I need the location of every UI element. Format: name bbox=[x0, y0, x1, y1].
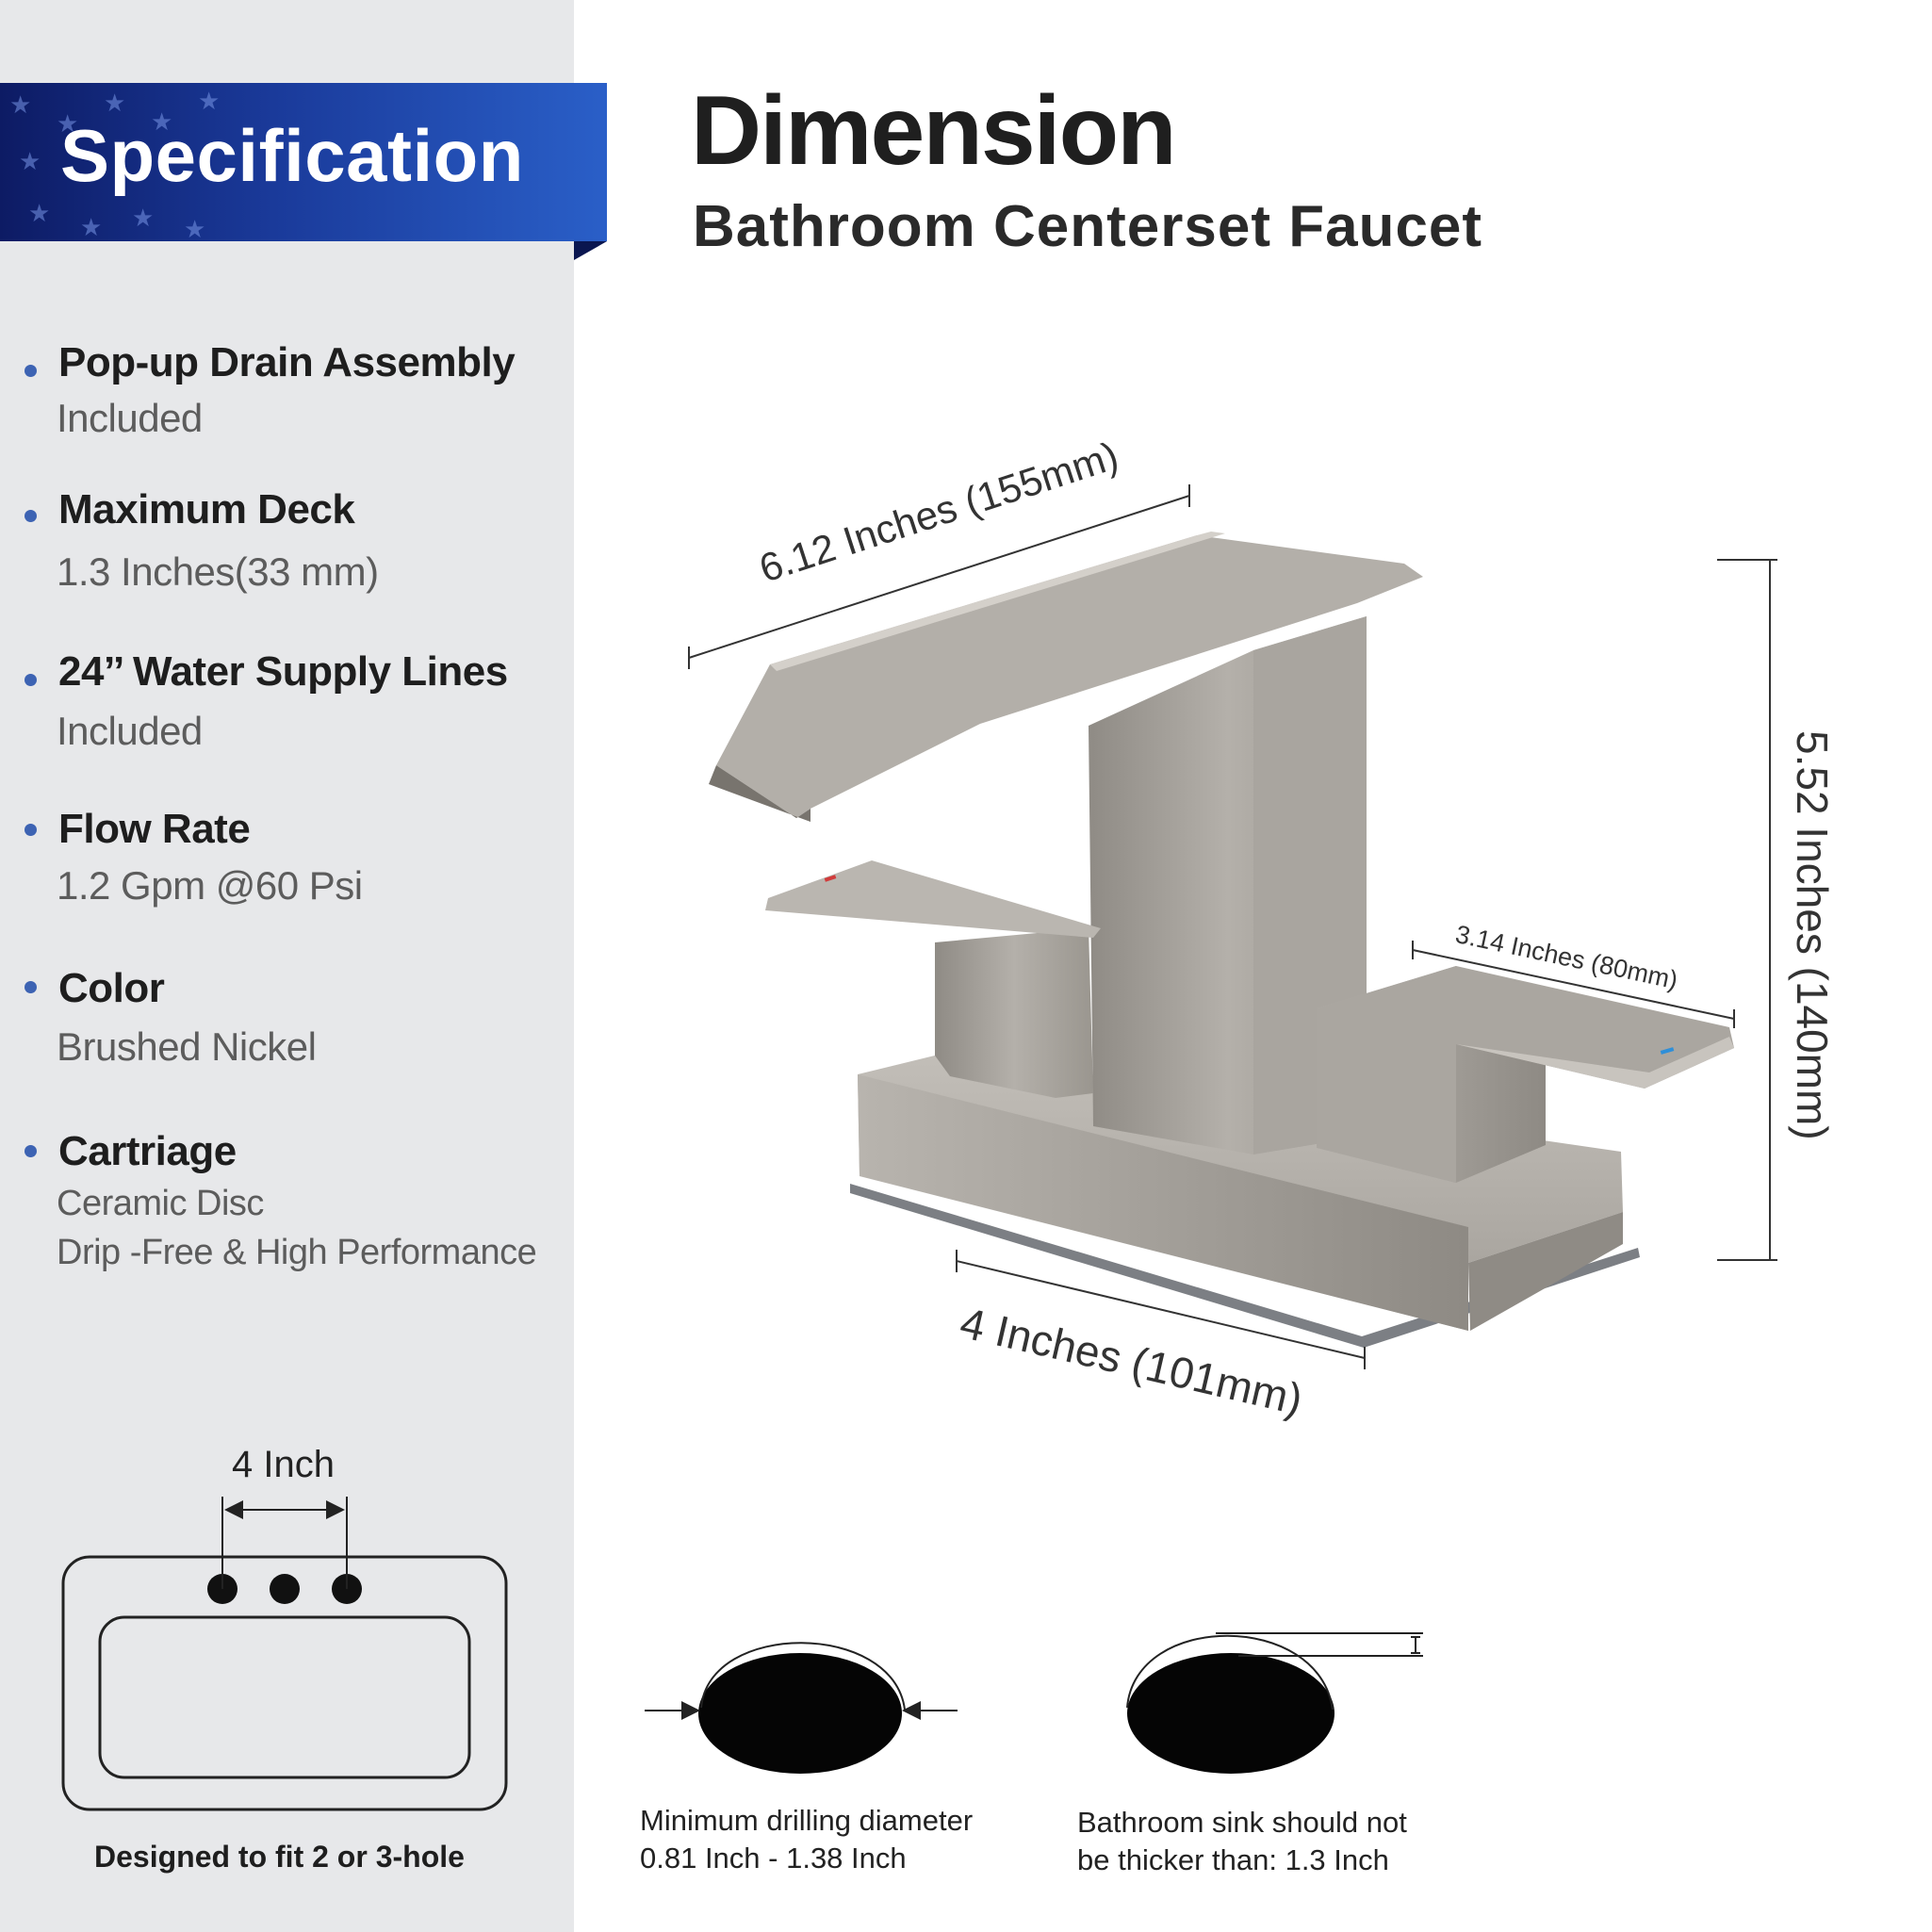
spec-title: Flow Rate bbox=[58, 806, 251, 852]
spec-title: Color bbox=[58, 965, 165, 1011]
drilling-diameter-diagram bbox=[645, 1642, 958, 1774]
dimension-lines bbox=[688, 484, 1777, 1369]
bullet-icon bbox=[25, 981, 37, 993]
bullet-icon bbox=[25, 365, 37, 377]
spec-sidebar bbox=[0, 0, 574, 1932]
spec-banner: ★ ★ ★ ★ ★ ★ ★ ★ ★ ★ bbox=[0, 83, 607, 241]
spec-title: Pop-up Drain Assembly bbox=[58, 339, 516, 385]
sink-caption: Designed to fit 2 or 3-hole bbox=[94, 1840, 465, 1874]
star-icon: ★ bbox=[132, 204, 155, 232]
spec-value: Included bbox=[57, 709, 203, 753]
star-icon: ★ bbox=[151, 107, 173, 136]
bullet-icon bbox=[25, 674, 37, 686]
star-icon: ★ bbox=[57, 109, 79, 138]
star-icon: ★ bbox=[9, 90, 32, 119]
faucet-illustration bbox=[709, 532, 1734, 1348]
star-icon: ★ bbox=[104, 89, 126, 117]
star-icon: ★ bbox=[80, 213, 103, 241]
faucet-hole bbox=[270, 1574, 300, 1604]
star-icon: ★ bbox=[28, 199, 51, 227]
bullet-icon bbox=[25, 1145, 37, 1157]
height-label: 5.52 Inches (140mm) bbox=[1788, 730, 1837, 1140]
sink-diagram bbox=[61, 1497, 508, 1811]
caption-line: Minimum drilling diameter bbox=[640, 1804, 974, 1837]
hot-indicator bbox=[824, 875, 837, 882]
star-icon: ★ bbox=[184, 215, 206, 241]
spec-value: Included bbox=[57, 396, 203, 440]
spec-title: Maximum Deck bbox=[58, 486, 355, 532]
spec-value: Drip -Free & High Performance bbox=[57, 1233, 537, 1272]
spec-value: 1.3 Inches(33 mm) bbox=[57, 549, 379, 594]
banner-fold bbox=[574, 241, 607, 260]
hole-spacing-label: 4 Inch bbox=[232, 1444, 335, 1485]
caption-line: be thicker than: 1.3 Inch bbox=[1077, 1843, 1389, 1876]
cold-indicator bbox=[1660, 1047, 1675, 1055]
sink-thickness-diagram bbox=[1126, 1632, 1423, 1774]
page-title: Dimension bbox=[691, 76, 1177, 186]
spec-value: Ceramic Disc bbox=[57, 1184, 264, 1223]
thickness-caption: Bathroom sink should not be thicker than… bbox=[1077, 1804, 1407, 1879]
spec-value: 1.2 Gpm @60 Psi bbox=[57, 863, 363, 908]
caption-line: 0.81 Inch - 1.38 Inch bbox=[640, 1842, 907, 1875]
bullet-icon bbox=[25, 824, 37, 836]
drilling-caption: Minimum drilling diameter 0.81 Inch - 1.… bbox=[640, 1802, 973, 1877]
star-icon: ★ bbox=[198, 87, 221, 115]
spec-value: Brushed Nickel bbox=[57, 1024, 317, 1069]
bullet-icon bbox=[25, 510, 37, 522]
page-subtitle: Bathroom Centerset Faucet bbox=[693, 194, 1483, 259]
caption-line: Bathroom sink should not bbox=[1077, 1806, 1407, 1839]
banner-title: Specification bbox=[60, 114, 524, 197]
spec-title: 24’’ Water Supply Lines bbox=[58, 648, 508, 695]
star-icon: ★ bbox=[19, 147, 41, 175]
spec-title: Cartriage bbox=[58, 1128, 237, 1174]
